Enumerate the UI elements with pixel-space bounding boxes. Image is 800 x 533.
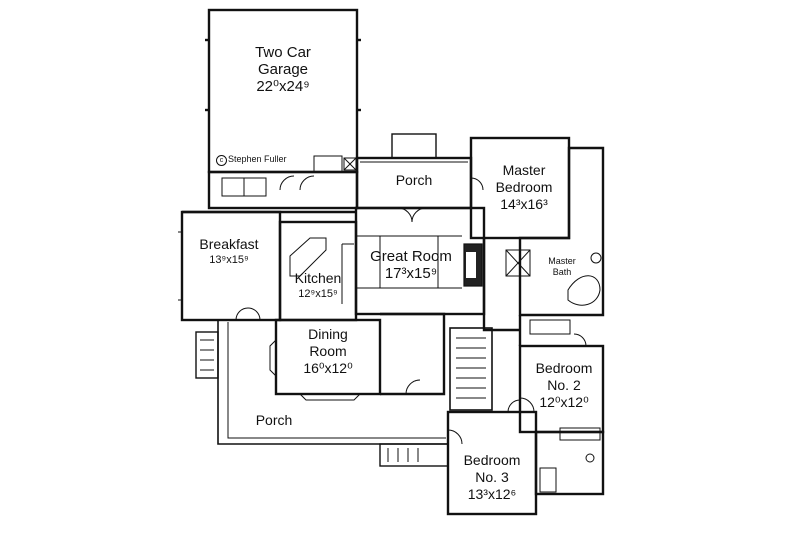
breakfast-label: Breakfast 13⁹x15⁹: [199, 236, 259, 266]
great-room-label: Great Room 17³x15⁹: [370, 248, 452, 282]
stair-area: [449, 327, 493, 411]
master-bedroom-label: Master Bedroom 14³x16³: [495, 162, 553, 212]
bedroom3-label: Bedroom No. 3 13³x12⁶: [463, 452, 521, 502]
front-porch-steps-left: [195, 331, 219, 379]
copyright-icon: c: [216, 155, 227, 166]
bedroom2-label: Bedroom No. 2 12⁰x12⁰: [535, 360, 593, 410]
porch-top-label: Porch: [395, 172, 433, 188]
utility-strip: [207, 170, 359, 210]
garage-label: Two Car Garage 22⁰x24⁹: [255, 44, 311, 95]
porch-front-label: Porch: [255, 412, 293, 428]
porch-top-steps: [391, 133, 437, 159]
dining-room-label: Dining Room 16⁰x12⁰: [303, 326, 353, 376]
shared-bath-walls: [534, 430, 605, 496]
front-porch-steps-bottom: [379, 443, 449, 467]
master-bath-label: Master Bath: [548, 256, 576, 277]
kitchen-label: Kitchen 12⁹x15⁹: [294, 270, 342, 300]
dining-room-walls: [274, 318, 382, 396]
